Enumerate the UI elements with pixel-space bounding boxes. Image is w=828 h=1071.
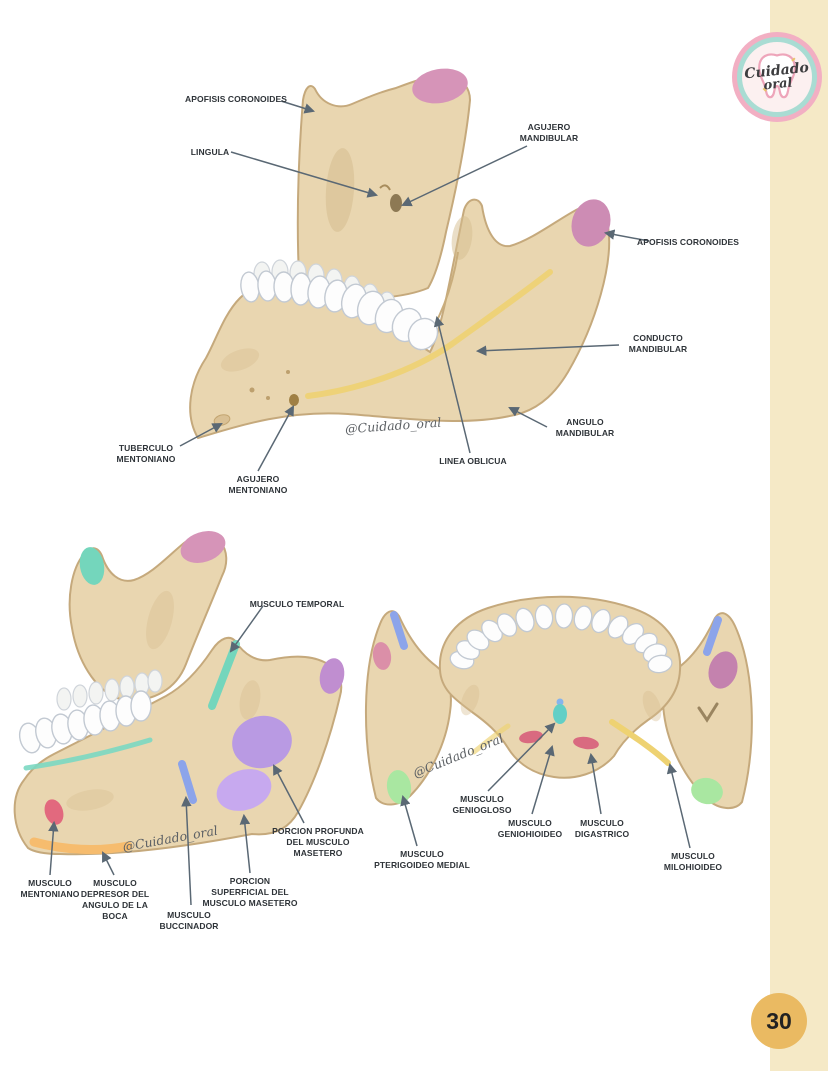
arrow-geniohioideo: [531, 744, 555, 815]
label-apofisis-coronoides-der: APOFISIS CORONOIDES: [636, 237, 740, 247]
label-musculo-pterigoideo-medial: MUSCULO PTERIGOIDEO MEDIAL: [374, 849, 470, 871]
highlight-teal-alveolar-line: [23, 737, 153, 771]
arrow-apofisis-coronoides-izq: [280, 100, 316, 114]
page-number: 30: [766, 1007, 792, 1034]
shading-superior-1: [460, 684, 480, 716]
label-lingula: LINGULA: [190, 147, 230, 157]
highlight-musculo-temporal-strip: [208, 640, 240, 710]
label-agujero-mandibular: AGUJERO MANDIBULAR: [519, 122, 579, 144]
arrow-conducto-mandibular: [475, 344, 620, 356]
teeth-row-near: [240, 270, 439, 351]
label-linea-oblicua: LINEA OBLICUA: [439, 456, 507, 466]
arrow-apofisis-coronoides-der: [603, 229, 650, 242]
highlight-blue-coronoides-left: [390, 611, 408, 650]
arrow-lingula: [230, 151, 379, 198]
shading-lateral-3: [66, 789, 114, 811]
shading-lateral-1: [146, 590, 174, 650]
label-musculo-buccinador: MUSCULO BUCCINADOR: [159, 910, 219, 932]
highlight-condilo-sup-left: [372, 642, 392, 670]
highlight-depresor-strip: [29, 837, 133, 854]
highlight-digastrico: [573, 736, 599, 750]
arrow-depresor: [102, 851, 115, 876]
shading-chin: [220, 348, 260, 372]
mandible-ramus-near: [296, 74, 472, 301]
shading-ramus: [325, 148, 355, 232]
shading-superior-2: [642, 690, 662, 722]
arrow-milohioideo: [666, 762, 691, 849]
teeth-lower-lateral: [18, 690, 152, 754]
label-porcion-superficial-masetero: PORCION SUPERFICIAL DEL MUSCULO MASETERO: [202, 876, 298, 909]
arrow-porcion-profunda: [273, 764, 305, 824]
highlight-blue-coronoides-right: [703, 616, 722, 656]
arrow-agujero-mentoniano: [257, 405, 295, 472]
highlight-masetero-profundo: [232, 715, 292, 769]
arrow-musculo-temporal: [229, 605, 264, 653]
teeth-arch-superior: [449, 603, 673, 674]
highlight-genial-dot-blue: [556, 698, 564, 706]
bone-pores: [249, 370, 290, 400]
arrow-mentoniano: [48, 820, 59, 876]
highlight-milohioideo-line-left: [471, 723, 511, 755]
highlight-condilo-cercano: [412, 68, 468, 104]
highlight-milohioideo-line-right: [609, 719, 671, 766]
label-angulo-mandibular: ANGULO MANDIBULAR: [555, 417, 615, 439]
arrow-tuberculo-mentoniano: [179, 423, 223, 447]
arrow-angulo-mandibular: [508, 407, 548, 428]
highlight-condilo-cercano-lateral: [319, 658, 345, 694]
teeth-upper-lateral: [56, 669, 163, 711]
highlight-geniohioideo: [519, 730, 543, 744]
agujero-mandibular-foramen: [390, 194, 402, 212]
arrow-agujero-mandibular: [401, 145, 528, 207]
shading-ramus-far: [451, 216, 473, 260]
label-musculo-mentoniano: MUSCULO MENTONIANO: [20, 878, 80, 900]
label-musculo-genioglosso: MUSCULO GENIOGLOSO: [452, 794, 512, 816]
diagram-mandible-superior-muscles: [365, 595, 753, 809]
arrow-digastrico: [587, 752, 602, 815]
label-agujero-mentoniano: AGUJERO MENTONIANO: [228, 474, 288, 496]
logo-center: Cuidado oral: [742, 42, 812, 112]
tuberculo-mentoniano-bump: [213, 414, 231, 426]
diagram-mandible-medial: [189, 68, 611, 440]
arrow-buccinador: [181, 795, 192, 906]
label-porcion-profunda-masetero: PORCION PROFUNDA DEL MUSCULO MASETERO: [272, 826, 364, 859]
lingula-ridge: [379, 184, 391, 191]
label-musculo-depresor: MUSCULO DEPRESOR DEL ANGULO DE LA BOCA: [80, 878, 150, 922]
mandible-wing-left: [365, 610, 452, 806]
highlight-mentoniano: [44, 799, 64, 825]
arrow-linea-oblicua: [433, 315, 471, 454]
label-conducto-mandibular: CONDUCTO MANDIBULAR: [628, 333, 688, 355]
shading-lateral-2: [239, 680, 261, 720]
page-number-badge: 30: [751, 993, 807, 1049]
label-musculo-temporal: MUSCULO TEMPORAL: [249, 599, 345, 609]
diagram-mandible-lateral-muscles: [13, 531, 345, 856]
arrow-pterigoideo-medial: [400, 794, 418, 847]
arrow-genioglosso: [487, 722, 556, 792]
highlight-buccinador-strip: [178, 760, 197, 804]
brand-logo: Cuidado oral: [732, 32, 822, 122]
label-apofisis-coronoides-izq: APOFISIS CORONOIDES: [184, 94, 288, 104]
highlight-masetero-superficial: [216, 769, 272, 811]
highlight-condilo-sup-right: [708, 651, 738, 689]
bone-check-mark: [697, 702, 719, 723]
label-musculo-geniohioideo: MUSCULO GENIOHIOIDEO: [497, 818, 563, 840]
arrow-porcion-superficial: [239, 813, 251, 874]
label-musculo-digastrico: MUSCULO DIGASTRICO: [574, 818, 630, 840]
label-musculo-milohioideo: MUSCULO MILOHIOIDEO: [663, 851, 723, 873]
highlight-temporal-coronoides: [79, 547, 105, 585]
label-tuberculo-mentoniano: TUBERCULO MENTONIANO: [116, 443, 176, 465]
highlight-genioglosso: [553, 704, 567, 724]
highlight-pterigoideo-right: [691, 777, 723, 805]
conducto-mandibular-canal: [305, 269, 553, 399]
tooth-icon: [758, 53, 796, 99]
agujero-mentoniano-foramen: [289, 394, 299, 406]
highlight-condilo-lateral: [180, 531, 226, 563]
highlight-apofisis-coronoides-derecha: [571, 199, 611, 247]
pointer-arrows: [48, 100, 691, 906]
side-strip: [770, 0, 828, 1071]
